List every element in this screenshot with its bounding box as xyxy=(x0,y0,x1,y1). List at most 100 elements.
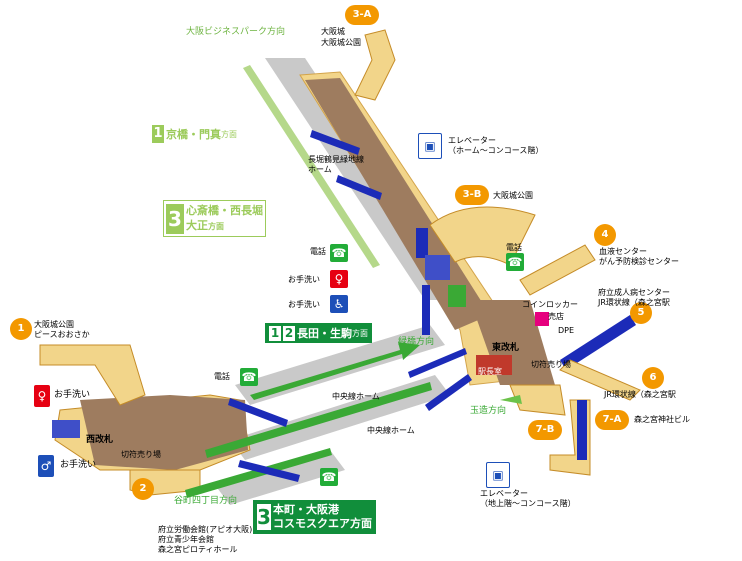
exit-5-dest-1: 府立成人病センター xyxy=(598,288,670,297)
shinsai-line-label: 3 心斎橋・西長堀 大正方面 xyxy=(163,200,266,237)
station-office-block xyxy=(476,355,512,375)
exit-3b-badge: 3-B xyxy=(455,185,489,205)
concourse-green-block xyxy=(448,285,466,307)
hommachi-line-label: 3 本町・大阪港 コスモスクエア方面 xyxy=(253,500,376,534)
escalator-4 xyxy=(238,460,300,482)
exit-3a-dest-2: 大阪城公園 xyxy=(321,38,361,47)
direction-ryokkyo: 緑橋方向 xyxy=(398,337,435,347)
keihan-line-suffix: 方面 xyxy=(221,129,237,139)
phone-icon: ☎ xyxy=(240,368,258,386)
toilet-label-4: お手洗い xyxy=(60,460,97,470)
west-blue-stair xyxy=(52,420,80,438)
exit-3b-plaza xyxy=(429,206,536,266)
exit-3a-dest-1: 大阪城 xyxy=(321,27,345,36)
direction-tanimachi: 谷町四丁目方向 xyxy=(174,496,238,506)
exit-6-passage xyxy=(559,359,641,401)
elevator-bottom-sub: （地上階～コンコース階） xyxy=(480,499,576,508)
exit-2-dest-3: 森之宮ピロティホール xyxy=(158,545,238,554)
elevator-shaft xyxy=(416,228,428,258)
exit-3b-dest-1: 大阪城公園 xyxy=(493,191,533,200)
direction-tamatsukuri: 玉造方向 xyxy=(470,406,507,416)
exit-1-passage xyxy=(39,344,146,406)
exit-1-dest-2: ピースおおさか xyxy=(34,330,90,339)
chuo-platform-label-2: 中央線ホーム xyxy=(367,426,415,435)
exit-6-dest-1: JR環状線（森之宮駅 xyxy=(604,390,676,399)
elevator-top-label: エレベーター xyxy=(448,136,496,145)
toilet-label-1: お手洗い xyxy=(288,275,320,284)
toilet-label-3: お手洗い xyxy=(54,390,91,400)
escalator-1 xyxy=(310,130,360,155)
exit-6-badge: 6 xyxy=(642,367,664,389)
phone-icon: ☎ xyxy=(320,468,338,486)
escalator-5 xyxy=(408,348,467,378)
toilet-women-icon: ♀ xyxy=(34,385,50,407)
dpe-label: DPE xyxy=(558,326,575,335)
exit-4-passage xyxy=(519,244,596,296)
elevator-bottom-label: エレベーター xyxy=(480,489,528,498)
toilet-accessible-icon: ♿ xyxy=(330,295,348,313)
exit-1-dest-1: 大阪城公園 xyxy=(34,320,74,329)
line-number-badge: 2 xyxy=(283,325,295,341)
nagata-line-text: 長田・生駒 xyxy=(297,327,352,340)
exit-4-dest-2: がん予防検診センター xyxy=(599,257,679,266)
shinsai-line-text-2: 大正 xyxy=(186,219,208,232)
toilet-label-2: お手洗い xyxy=(288,300,320,309)
chuo-platform-label-1: 中央線ホーム xyxy=(332,392,380,401)
track-arrow-tanimachi-1 xyxy=(205,382,432,458)
exit-7a-stair xyxy=(577,400,587,460)
phone-icon: ☎ xyxy=(506,253,524,271)
east-gate-area xyxy=(470,300,555,385)
east-ticket-label: 切符売り場 xyxy=(531,360,571,369)
phone-label-3: 電話 xyxy=(214,372,230,381)
exit-5-dest-2: JR環状線（森之宮駅 xyxy=(598,298,670,307)
exit-3a-passage xyxy=(354,29,396,101)
track-arrow-tanimachi-2 xyxy=(185,448,332,498)
hommachi-line-text-2: コスモスクエア方面 xyxy=(273,517,372,530)
exit-3a-badge: 3-A xyxy=(345,5,379,25)
west-gate-label: 西改札 xyxy=(86,435,114,445)
exit-2-dest-1: 府立労働会館(アピオ大阪) xyxy=(158,525,253,534)
escalator-6 xyxy=(425,374,472,411)
west-ticket-label: 切符売り場 xyxy=(121,450,161,459)
elevator-icon: ▣ xyxy=(486,462,510,488)
hommachi-line-text-1: 本町・大阪港 xyxy=(273,503,339,516)
nagata-line-label: 1 2 長田・生駒 方面 xyxy=(265,323,372,343)
nagata-line-suffix: 方面 xyxy=(352,328,368,338)
toilet-men-icon: ♂ xyxy=(38,455,54,477)
exit-7a-dest-1: 森之宮神社ビル xyxy=(634,415,690,424)
track-arrow-shinsai xyxy=(243,65,380,268)
kiosk-label: 売店 xyxy=(548,312,564,321)
track-arrow-tamatsukuri xyxy=(500,395,522,404)
line-number-badge: 3 xyxy=(257,504,271,530)
exit-5-passage xyxy=(560,315,636,370)
shinsai-line-suffix: 方面 xyxy=(208,222,224,231)
coin-locker-label: コインロッカー xyxy=(522,300,578,309)
line-number-badge: 3 xyxy=(166,203,184,234)
phone-icon: ☎ xyxy=(330,244,348,262)
nagahori-platform-label: 長堀鶴見緑地線 ホーム xyxy=(308,155,364,174)
exit-2-badge: 2 xyxy=(132,478,154,500)
line-number-badge: 1 xyxy=(269,325,281,341)
escalator-2 xyxy=(336,175,382,200)
exit-7b-badge: 7-B xyxy=(528,420,562,440)
east-gate-label: 東改札 xyxy=(492,343,520,353)
line-number-badge: 1 xyxy=(152,125,164,143)
track-arrow-ryokkyo xyxy=(250,342,420,400)
toilet-women-icon: ♀ xyxy=(330,270,348,288)
exit-1-badge: 1 xyxy=(10,318,32,340)
exit-2-dest-2: 府立青少年会館 xyxy=(158,535,214,544)
stair-blue-vertical xyxy=(422,285,430,335)
exit-4-badge: 4 xyxy=(594,224,616,246)
exit-4-dest-1: 血液センター xyxy=(599,247,647,256)
elevator-top-sub: （ホーム～コンコース階） xyxy=(448,146,544,155)
direction-business-park: 大阪ビジネスパーク方向 xyxy=(186,27,286,37)
exit-5-badge: 5 xyxy=(630,302,652,324)
elevator-icon: ▣ xyxy=(418,133,442,159)
exit-7a-badge: 7-A xyxy=(595,410,629,430)
shinsai-line-text-1: 心斎橋・西長堀 xyxy=(186,204,263,217)
keihan-line-label: 1 京橋・門真 方面 xyxy=(152,125,237,143)
phone-label-2: 電話 xyxy=(506,243,522,252)
concourse-blue-block xyxy=(425,255,450,280)
escalator-3 xyxy=(228,398,288,427)
